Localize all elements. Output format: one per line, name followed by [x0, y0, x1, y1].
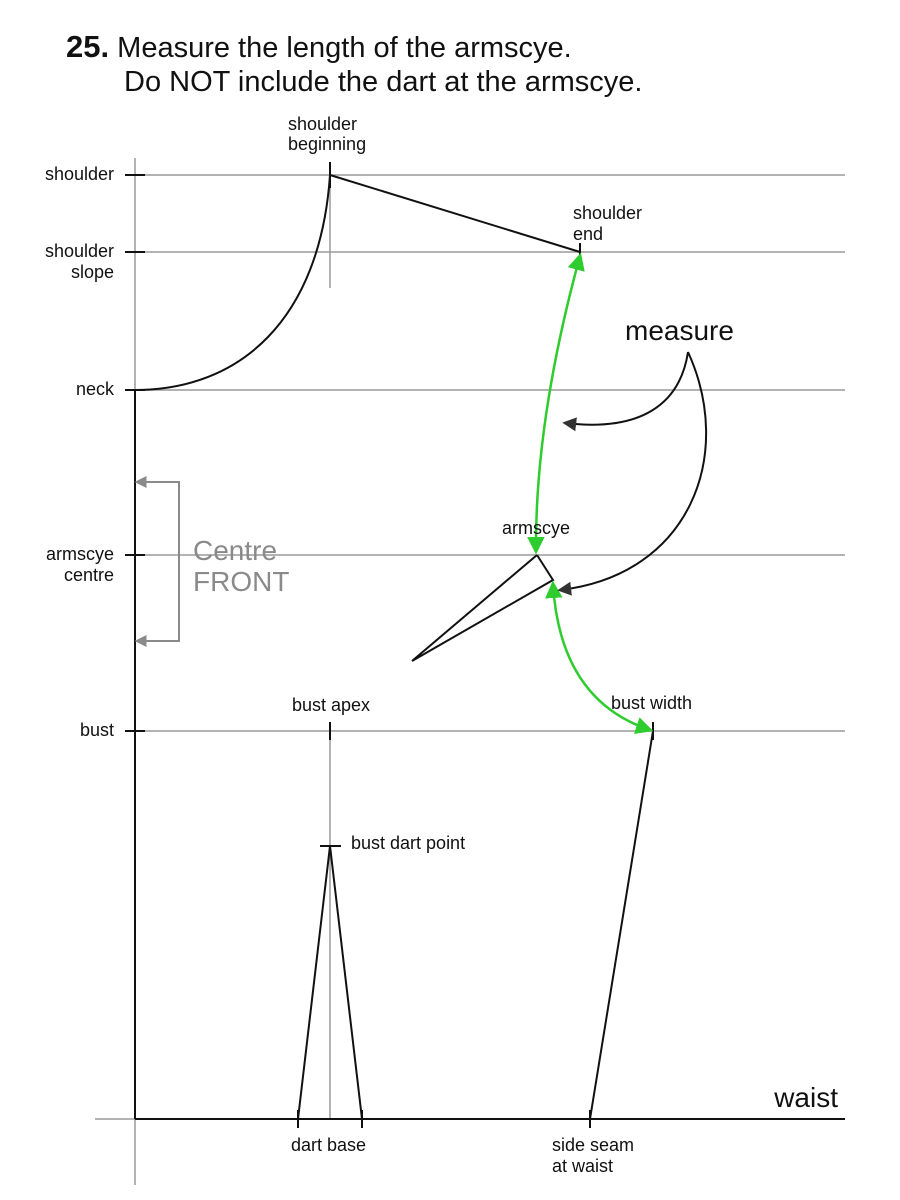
label-measure: measure — [625, 315, 734, 346]
bust-dart — [297, 845, 363, 1120]
label-shoulder-slope-2: slope — [71, 262, 114, 282]
label-centre-front-2: FRONT — [193, 566, 289, 597]
pointer-arrow-upper — [562, 351, 689, 432]
label-bust: bust — [80, 720, 114, 740]
label-waist: waist — [773, 1082, 838, 1113]
instruction-line-1: Measure the length of the armscye. — [117, 32, 572, 64]
label-neck: neck — [76, 379, 115, 399]
shoulder-seam — [329, 174, 581, 253]
armscye-measure-arrows — [527, 252, 654, 734]
instruction-line-2: Do NOT include the dart at the armscye. — [124, 66, 643, 98]
label-shoulder-end-2: end — [573, 224, 603, 244]
label-shoulder-end-1: shoulder — [573, 203, 642, 223]
label-armscye: armscye — [502, 518, 570, 538]
side-seam — [589, 730, 654, 1120]
label-side-seam-2: at waist — [552, 1156, 613, 1176]
neckline-curve — [134, 174, 331, 391]
label-armscye-centre-1: armscye — [46, 544, 114, 564]
centre-front-bracket — [134, 476, 180, 647]
armscye-dart — [411, 554, 555, 662]
bodice-outline — [134, 174, 845, 1120]
measure-pointer-arrows — [557, 351, 708, 596]
level-ticks — [125, 162, 654, 1128]
label-side-seam-1: side seam — [552, 1135, 634, 1155]
label-shoulder: shoulder — [45, 164, 114, 184]
guide-lines — [95, 158, 845, 1185]
step-number: 25. — [66, 29, 110, 64]
label-shoulder-beginning-2: beginning — [288, 134, 366, 154]
label-centre-front-1: Centre — [193, 535, 277, 566]
label-bust-width: bust width — [611, 693, 692, 713]
label-armscye-centre-2: centre — [64, 565, 114, 585]
label-shoulder-slope-1: shoulder — [45, 241, 114, 261]
label-bust-dart-point: bust dart point — [351, 833, 465, 853]
label-shoulder-beginning-1: shoulder — [288, 114, 357, 134]
lower-armscye-arrow — [545, 580, 654, 734]
pointer-arrow-lower — [557, 351, 708, 596]
label-bust-apex: bust apex — [292, 695, 370, 715]
upper-armscye-arrow — [527, 252, 585, 555]
instruction-title: 25. Measure the length of the armscye. D… — [66, 30, 642, 99]
label-dart-base: dart base — [291, 1135, 366, 1155]
